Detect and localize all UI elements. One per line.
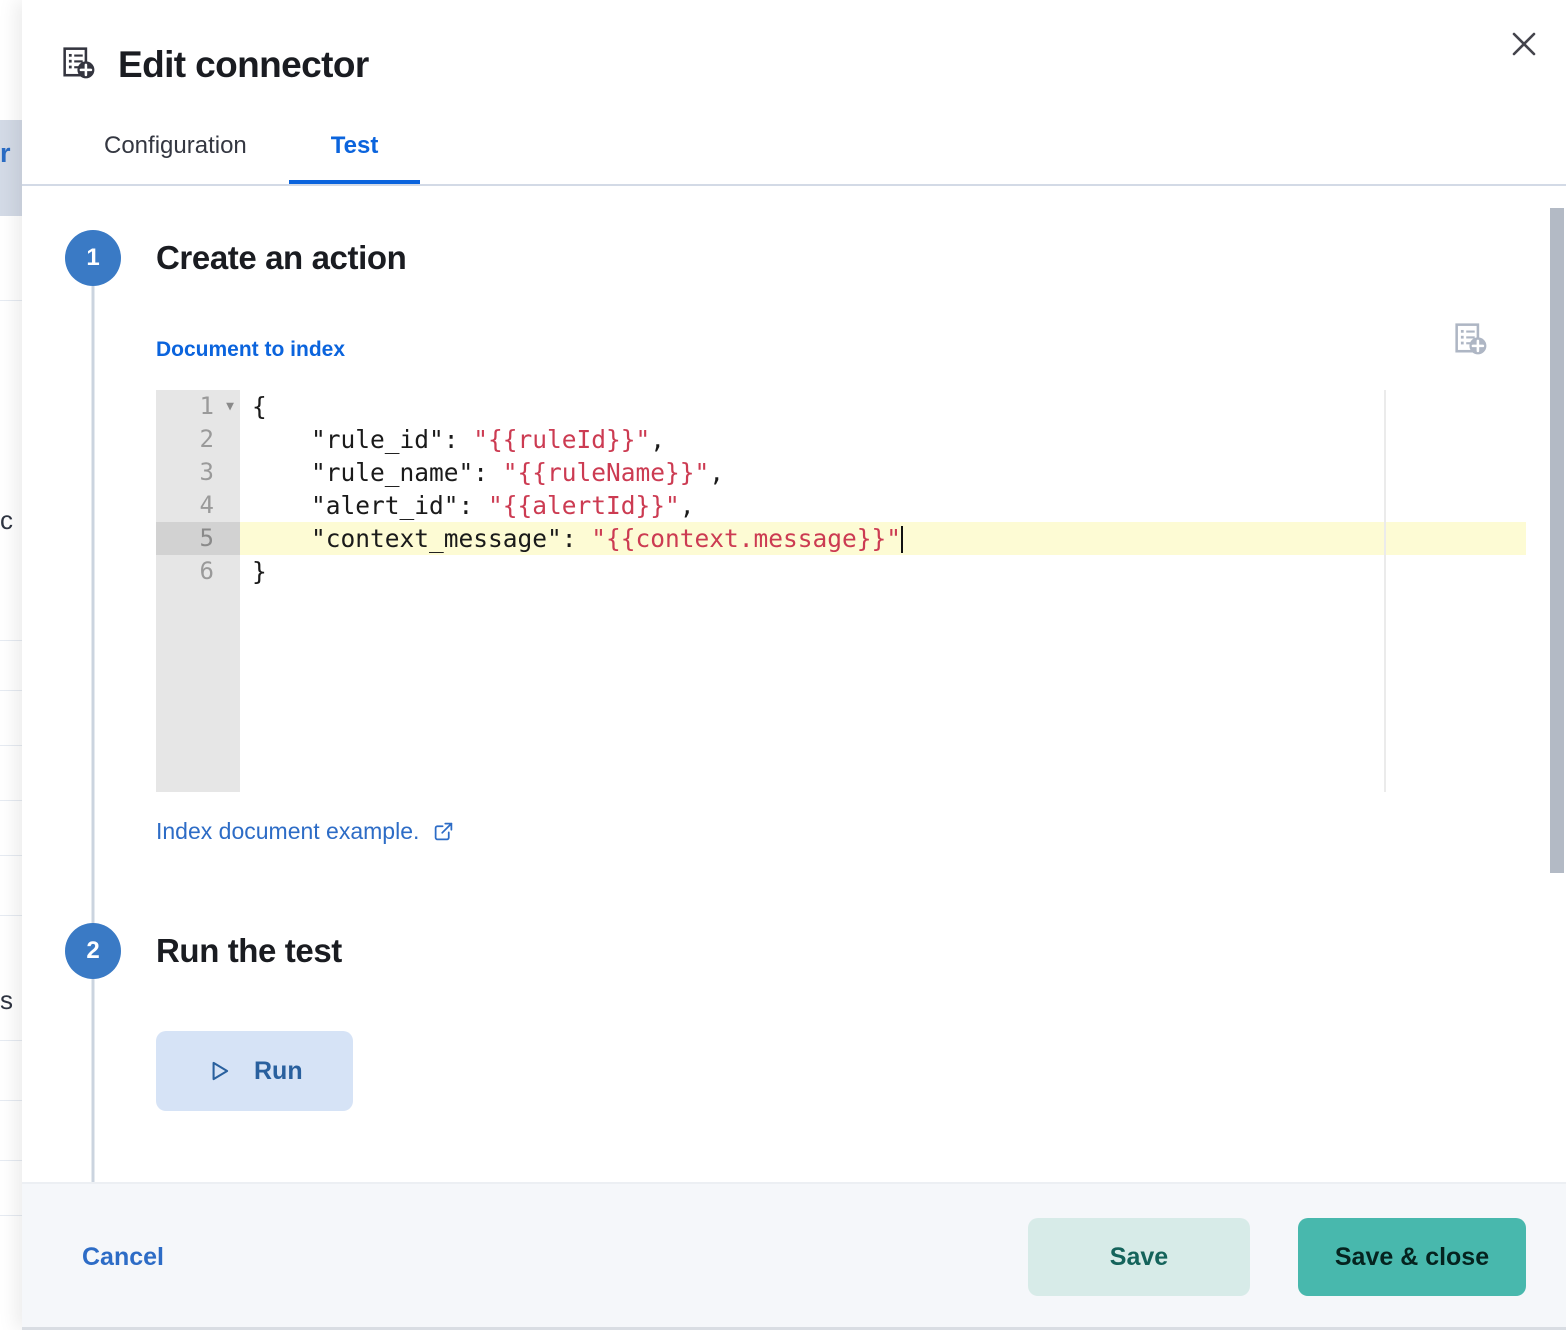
run-button[interactable]: Run bbox=[156, 1031, 353, 1111]
code-token: "{{context.message}}" bbox=[591, 524, 902, 553]
page-title-row: Edit connector bbox=[62, 44, 1526, 86]
code-token: , bbox=[650, 425, 666, 454]
editor-code-line: "rule_name": "{{ruleName}}", bbox=[240, 456, 1526, 489]
editor-line-number: 4 bbox=[199, 491, 214, 519]
editor-code-line: } bbox=[240, 555, 1526, 588]
background-text-fragment: s bbox=[0, 985, 13, 1015]
text-cursor bbox=[901, 526, 904, 553]
step-number-badge: 1 bbox=[65, 230, 121, 286]
run-button-wrap: Run bbox=[156, 1031, 1526, 1111]
scrollbar-thumb[interactable] bbox=[1550, 208, 1564, 873]
save-and-close-button[interactable]: Save & close bbox=[1298, 1218, 1526, 1296]
index-document-example-label: Index document example. bbox=[156, 818, 420, 844]
background-tab-strip bbox=[0, 120, 26, 216]
flyout-header: Edit connector Configuration Test bbox=[22, 0, 1566, 184]
tab-bar: Configuration Test bbox=[62, 118, 1526, 184]
play-icon bbox=[206, 1058, 232, 1084]
index-document-example-link[interactable]: Index document example. bbox=[156, 818, 454, 845]
run-button-label: Run bbox=[254, 1056, 303, 1085]
background-row-divider bbox=[0, 300, 26, 301]
step-content: Run the test Run bbox=[128, 923, 1526, 1111]
code-token: "rule_name": bbox=[252, 458, 503, 487]
background-row-divider bbox=[0, 640, 26, 641]
code-token: "{{alertId}}" bbox=[488, 491, 680, 520]
step-content: Create an action Document to index bbox=[128, 230, 1526, 845]
editor-gutter-filler bbox=[156, 621, 240, 654]
flyout-footer: Cancel Save Save & close bbox=[22, 1182, 1566, 1330]
editor-code-line: "alert_id": "{{alertId}}", bbox=[240, 489, 1526, 522]
editor-line-number: 6 bbox=[199, 557, 214, 585]
background-row-divider bbox=[0, 1040, 26, 1041]
vertical-scrollbar[interactable] bbox=[1550, 186, 1564, 1182]
background-row-divider bbox=[0, 915, 26, 916]
editor-gutter-filler bbox=[156, 654, 240, 687]
document-add-icon bbox=[62, 46, 96, 85]
code-token: "{{ruleName}}" bbox=[502, 458, 710, 487]
editor-line-number: 3 bbox=[199, 458, 214, 486]
editor-code-area[interactable]: { "rule_id": "{{ruleId}}", "rule_name": … bbox=[240, 390, 1526, 792]
code-token: "rule_id": bbox=[252, 425, 474, 454]
flyout-body: 1 Create an action Document to index bbox=[22, 186, 1566, 1182]
code-fold-icon[interactable]: ▼ bbox=[226, 399, 234, 414]
editor-code-line: { bbox=[240, 390, 1526, 423]
editor-gutter-filler bbox=[156, 720, 240, 753]
code-token: "context_message": bbox=[252, 524, 592, 553]
step-connector-line bbox=[91, 286, 95, 986]
editor-gutter-filler bbox=[156, 753, 240, 786]
background-tab-label: r bbox=[0, 138, 11, 168]
code-token: "alert_id": bbox=[252, 491, 489, 520]
code-token: , bbox=[679, 491, 695, 520]
tab-test[interactable]: Test bbox=[288, 118, 421, 184]
editor-line-number: 2 bbox=[199, 425, 214, 453]
steps-list: 1 Create an action Document to index bbox=[22, 186, 1566, 1182]
background-row-divider bbox=[0, 1215, 26, 1216]
background-row-divider bbox=[0, 1160, 26, 1161]
background-row-divider bbox=[0, 855, 26, 856]
footer-bottom-edge bbox=[22, 1327, 1566, 1330]
editor-gutter-filler bbox=[156, 588, 240, 621]
step-rail: 2 bbox=[58, 923, 128, 1182]
editor-code-line: "rule_id": "{{ruleId}}", bbox=[240, 423, 1526, 456]
step-run-the-test: 2 Run the test Run bbox=[58, 923, 1526, 1182]
background-row-divider bbox=[0, 690, 26, 691]
page-title: Edit connector bbox=[118, 44, 369, 85]
editor-line-number: 1▼ bbox=[156, 390, 240, 423]
code-token: "{{ruleId}}" bbox=[473, 425, 651, 454]
save-button[interactable]: Save bbox=[1028, 1218, 1250, 1296]
background-row-divider bbox=[0, 745, 26, 746]
editor-print-margin bbox=[1384, 390, 1386, 792]
code-token: { bbox=[252, 392, 267, 421]
edit-connector-flyout: Edit connector Configuration Test 1 Crea… bbox=[22, 0, 1566, 1330]
close-icon[interactable] bbox=[1502, 22, 1546, 66]
background-row-divider bbox=[0, 1100, 26, 1101]
cancel-button[interactable]: Cancel bbox=[78, 1233, 168, 1282]
editor-code-line: "context_message": "{{context.message}}" bbox=[240, 522, 1526, 555]
editor-line-number: 5 bbox=[156, 522, 240, 555]
step-rail: 1 bbox=[58, 230, 128, 986]
editor-label: Document to index bbox=[156, 338, 346, 361]
external-link-icon bbox=[433, 821, 454, 842]
tab-configuration[interactable]: Configuration bbox=[62, 118, 289, 184]
background-row-divider bbox=[0, 800, 26, 801]
step-connector-line bbox=[91, 979, 95, 1182]
step-number-badge: 2 bbox=[65, 923, 121, 979]
step-title: Run the test bbox=[156, 932, 342, 969]
code-token: } bbox=[252, 557, 267, 586]
step-title: Create an action bbox=[156, 239, 407, 276]
header-divider bbox=[22, 184, 1566, 186]
document-editor-block: Document to index bbox=[156, 323, 1526, 845]
step-create-an-action: 1 Create an action Document to index bbox=[58, 230, 1526, 986]
document-add-icon bbox=[1454, 322, 1488, 361]
code-token: , bbox=[709, 458, 725, 487]
editor-gutter-filler bbox=[156, 687, 240, 720]
background-text-fragment: c bbox=[0, 505, 13, 535]
